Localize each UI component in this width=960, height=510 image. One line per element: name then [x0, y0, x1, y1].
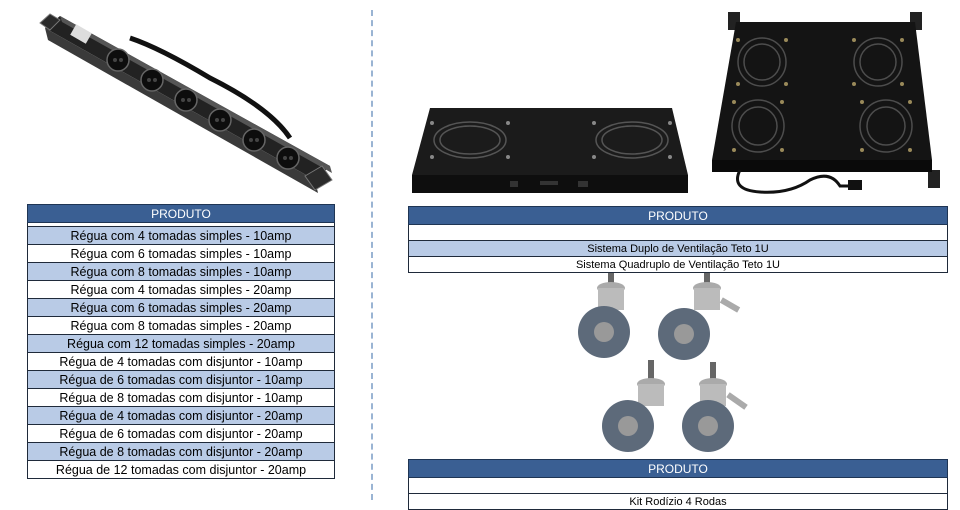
caster-kit-table: PRODUTO Kit Rodízio 4 Rodas	[408, 459, 948, 510]
table-row: Sistema Quadruplo de Ventilação Teto 1U	[408, 256, 948, 273]
quad-fan-image	[712, 12, 940, 194]
table-row: Régua de 8 tomadas com disjuntor - 10amp	[27, 388, 335, 407]
table-row: Kit Rodízio 4 Rodas	[408, 493, 948, 510]
table-row: Régua de 6 tomadas com disjuntor - 10amp	[27, 370, 335, 389]
dual-fan-image	[412, 108, 688, 193]
table-row: Régua de 12 tomadas com disjuntor - 20am…	[27, 460, 335, 479]
table-row: Régua com 4 tomadas simples - 10amp	[27, 226, 335, 245]
section-divider	[371, 10, 373, 500]
table-row: Régua com 8 tomadas simples - 10amp	[27, 262, 335, 281]
table-row: Régua com 6 tomadas simples - 10amp	[27, 244, 335, 263]
table-row: Régua de 6 tomadas com disjuntor - 20amp	[27, 424, 335, 443]
power-strip-table: PRODUTO Régua com 4 tomadas simples - 10…	[27, 204, 335, 479]
table-header: PRODUTO	[408, 459, 948, 478]
table-row: Sistema Duplo de Ventilação Teto 1U	[408, 240, 948, 257]
table-header: PRODUTO	[27, 204, 335, 223]
table-row: Régua com 6 tomadas simples - 20amp	[27, 298, 335, 317]
spacer-row	[408, 477, 948, 494]
table-row: Régua de 4 tomadas com disjuntor - 10amp	[27, 352, 335, 371]
table-row: Régua com 12 tomadas simples - 20amp	[27, 334, 335, 353]
spacer-row	[27, 222, 335, 227]
power-strip-image	[39, 13, 333, 193]
fan-system-table: PRODUTO Sistema Duplo de Ventilação Teto…	[408, 206, 948, 273]
table-row: Régua com 4 tomadas simples - 20amp	[27, 280, 335, 299]
table-row: Régua de 4 tomadas com disjuntor - 20amp	[27, 406, 335, 425]
table-header: PRODUTO	[408, 206, 948, 225]
table-row: Régua de 8 tomadas com disjuntor - 20amp	[27, 442, 335, 461]
table-row: Régua com 8 tomadas simples - 20amp	[27, 316, 335, 335]
caster-wheels-image	[578, 264, 748, 452]
spacer-row	[408, 224, 948, 241]
